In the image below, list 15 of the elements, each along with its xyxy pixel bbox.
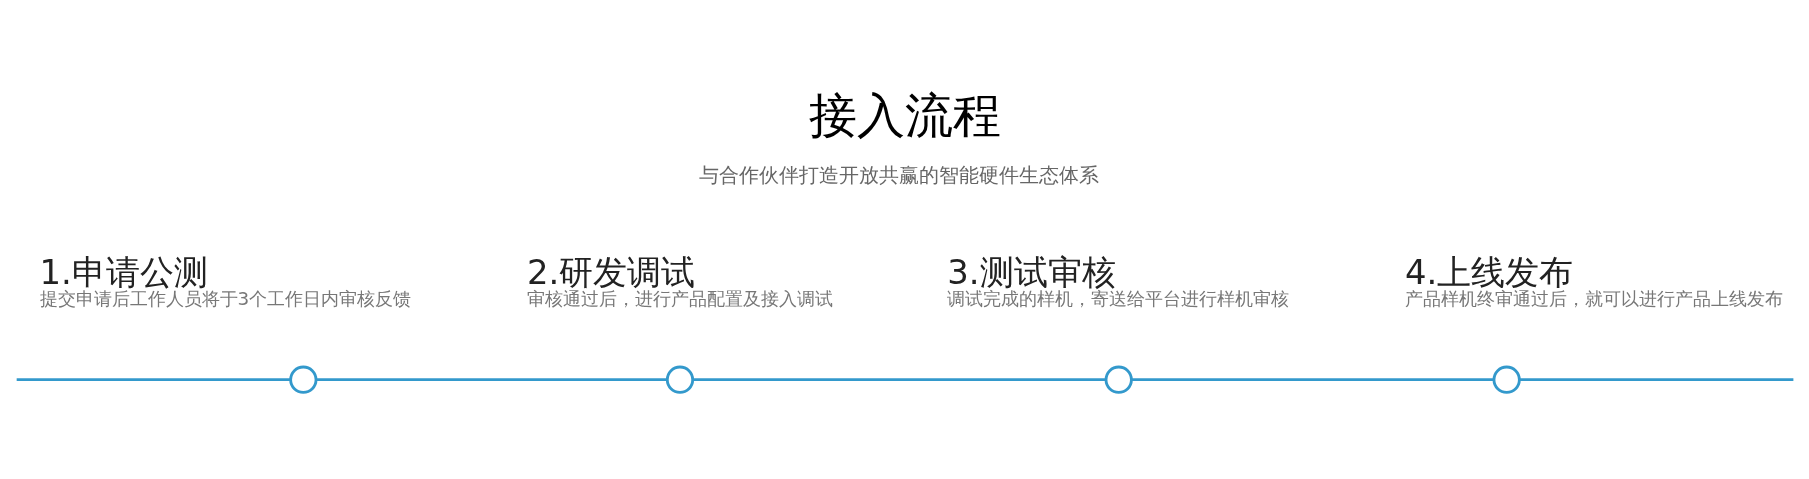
label: 与合作伙伴打造开放共赢的智能硬件生态体系	[698, 163, 1099, 187]
connector	[692, 377, 1106, 381]
node-text: 3.测试审核 调试完成的样机，寄送给平台进行样机审核	[946, 252, 1289, 309]
connector	[315, 377, 667, 381]
connector	[1519, 377, 1793, 381]
diagram-title: 接入流程	[808, 86, 1001, 143]
connector	[1131, 377, 1494, 381]
connector	[16, 377, 290, 381]
node-text: 2.研发调试 审核通过后，进行产品配置及接入调试	[526, 252, 833, 309]
node-text: 4.上线发布 产品样机终审通过后，就可以进行产品上线发布	[1404, 252, 1783, 309]
node-text: 1.申请公测 提交申请后工作人员将于3个工作日内审核反馈	[39, 252, 411, 309]
node-circle	[665, 365, 694, 394]
node-circle	[288, 365, 317, 394]
node-circle	[1104, 365, 1133, 394]
node-circle	[1492, 365, 1521, 394]
